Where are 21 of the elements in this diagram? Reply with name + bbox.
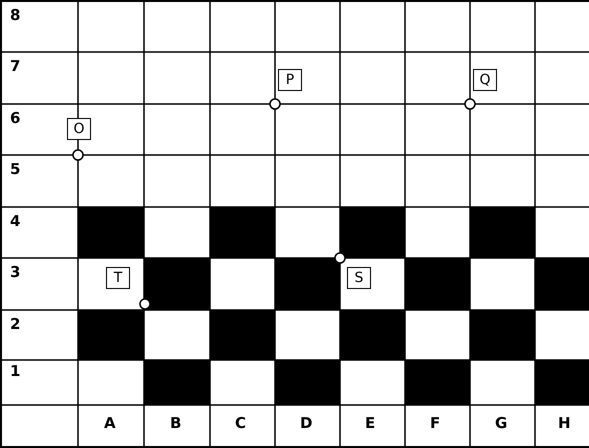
row-number: 5 bbox=[10, 160, 20, 178]
row-number: 7 bbox=[10, 57, 20, 75]
column-letter: C bbox=[235, 414, 246, 432]
point-label: S bbox=[347, 267, 371, 289]
column-letter: F bbox=[430, 414, 440, 432]
row-number: 2 bbox=[10, 315, 20, 333]
row-number: 3 bbox=[10, 263, 20, 281]
point-label: O bbox=[67, 118, 91, 140]
column-letter: H bbox=[558, 414, 571, 432]
row-number: 1 bbox=[10, 362, 20, 380]
column-letter: E bbox=[365, 414, 376, 432]
point-label: P bbox=[278, 69, 302, 91]
column-letter: A bbox=[104, 414, 116, 432]
column-letter: G bbox=[495, 414, 508, 432]
row-number: 8 bbox=[10, 6, 20, 24]
column-letter: B bbox=[170, 414, 182, 432]
row-number: 6 bbox=[10, 109, 20, 127]
point-label: T bbox=[106, 267, 130, 289]
row-number: 4 bbox=[10, 212, 20, 230]
column-letter: D bbox=[300, 414, 312, 432]
point-label: Q bbox=[473, 69, 497, 91]
